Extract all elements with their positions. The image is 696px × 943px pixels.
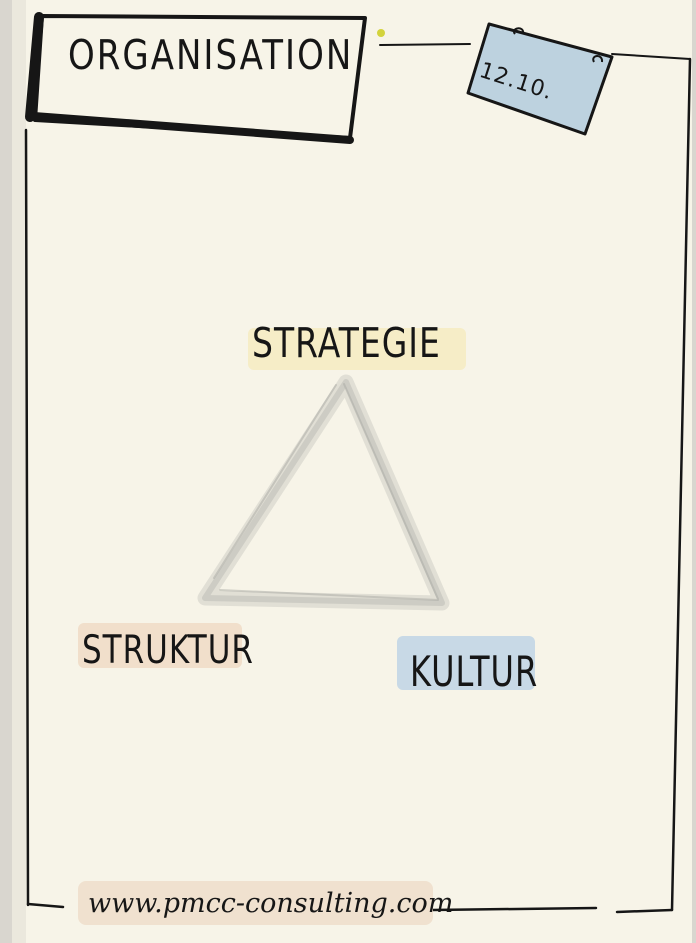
structure-highlight	[78, 623, 242, 668]
title-frame	[25, 12, 367, 144]
flipchart-sheet	[12, 0, 692, 943]
footer-highlight	[78, 881, 433, 925]
strategy-label: STRATEGIE	[252, 318, 441, 367]
culture-label: KULTUR	[410, 647, 539, 697]
paper-border-lines	[24, 43, 692, 914]
yellow-dot	[377, 29, 385, 37]
sheet-shadow	[12, 0, 26, 943]
title-organisation: ORGANISATION	[68, 32, 354, 80]
pencil-triangle	[197, 374, 450, 611]
culture-highlight	[397, 636, 535, 690]
structure-label: STRUKTUR	[82, 628, 254, 673]
website-url: www.pmcc-consulting.com	[88, 888, 454, 919]
strategy-highlight	[248, 328, 466, 370]
date-card	[466, 22, 614, 136]
